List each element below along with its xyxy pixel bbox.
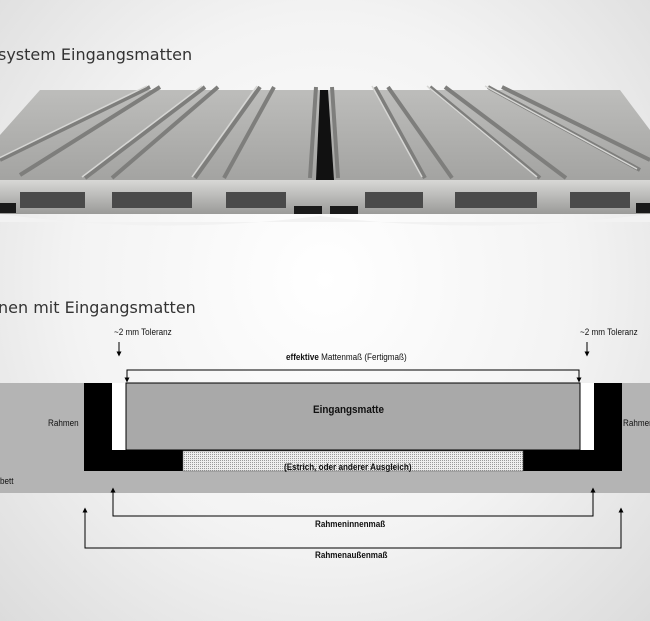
frame-left (84, 383, 112, 471)
profile-cavities (20, 192, 630, 208)
tolerance-left-label: ~2 mm Toleranz (114, 327, 172, 337)
effective-prefix: effektive (286, 352, 319, 362)
mat-label: Eingangsmatte (313, 404, 384, 416)
entrance-mat (125, 382, 581, 451)
profile-ribs (0, 85, 650, 180)
bed-label: bett (0, 476, 14, 486)
tolerance-right-label: ~2 mm Toleranz (580, 327, 638, 337)
aluminium-profile-illustration (0, 85, 650, 226)
frame-right-label: Rahmen (623, 418, 650, 428)
bottom-section-title: nen mit Eingangsmatten (0, 298, 196, 317)
top-section-title: system Eingangsmatten (0, 45, 193, 64)
effective-mat-size-label: effektive Mattenmaß (Fertigmaß) (286, 352, 407, 362)
inner-dimension-label: Rahmeninnenmaß (315, 519, 386, 529)
frame-right (594, 383, 622, 471)
effective-rest: Mattenmaß (Fertigmaß) (321, 352, 407, 362)
profile-front-face (0, 180, 650, 214)
frame-left-label: Rahmen (48, 418, 79, 428)
screed-label: (Estrich, oder anderer Ausgleich) (284, 462, 412, 472)
profile-center-groove (316, 90, 334, 180)
gap-right (580, 383, 594, 450)
gap-left (112, 383, 126, 450)
outer-dimension-label: Rahmenaußenmaß (315, 550, 388, 560)
bed-layer (0, 383, 650, 493)
